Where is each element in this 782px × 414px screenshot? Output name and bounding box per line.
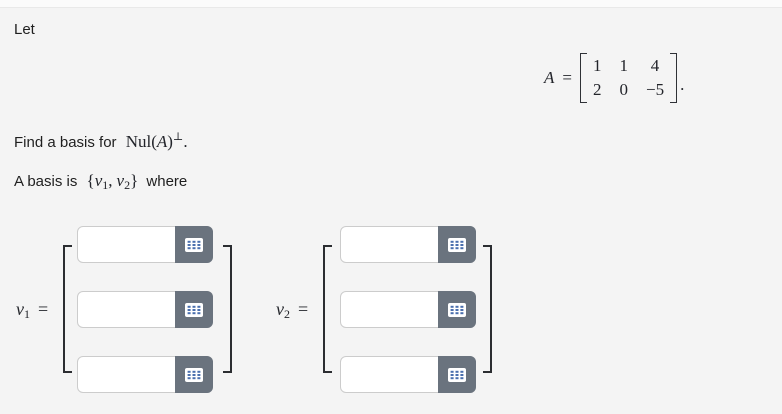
v2-right-bracket (482, 245, 492, 373)
v2-entry-1-input[interactable] (341, 227, 453, 262)
v2-subscript: 2 (284, 307, 290, 321)
v2-equals: = (298, 299, 309, 319)
open-brace: { (86, 171, 95, 190)
vector-entry-row (340, 226, 476, 263)
nul-open: Nul( (125, 132, 157, 151)
keypad-button[interactable] (438, 356, 476, 393)
basis-line: A basis is {v1,v2} where (14, 171, 187, 195)
vector-column-v1 (77, 226, 213, 393)
basis-sub1: 1 (102, 178, 109, 192)
basis-comma: , (108, 171, 113, 190)
matrix-period: . (680, 75, 685, 94)
matrix-variable: A (544, 68, 555, 87)
find-prefix: Find a basis for (14, 134, 117, 151)
find-basis-line: Find a basis for Nul(A)⊥. (14, 127, 188, 153)
matrix-cell: 4 (650, 56, 660, 75)
basis-suffix: where (146, 173, 188, 190)
matrix-cell: 1 (619, 56, 628, 75)
v1-variable: v (16, 299, 24, 319)
intro-text: Let (14, 21, 35, 38)
v1-left-bracket (63, 245, 73, 373)
keypad-icon (448, 367, 466, 382)
keypad-button[interactable] (175, 226, 213, 263)
keypad-icon (448, 302, 466, 317)
v1-equals: = (38, 299, 49, 319)
v2-left-bracket (323, 245, 333, 373)
matrix-cell: 1 (592, 56, 602, 75)
basis-var2: v (116, 171, 125, 190)
vector-label-v1: v1 = (16, 299, 48, 322)
vector-column-v2 (340, 226, 476, 393)
top-divider (0, 0, 782, 8)
nul-close: ) (167, 132, 173, 151)
v1-entry-1-input[interactable] (78, 227, 190, 262)
vector-entry-row (340, 356, 476, 393)
vector-entry-row (77, 356, 213, 393)
nul-variable: A (156, 132, 168, 151)
basis-var1: v (94, 171, 103, 190)
perp-superscript: ⊥ (172, 131, 184, 143)
keypad-icon (185, 302, 203, 317)
v1-subscript: 1 (24, 307, 30, 321)
equals-sign: = (562, 68, 572, 87)
matrix-cell: 0 (619, 80, 628, 99)
basis-sub2: 2 (124, 178, 131, 192)
find-period: . (183, 132, 188, 151)
matrix-grid: 1 1 4 2 0 −5 (587, 52, 670, 104)
keypad-icon (185, 367, 203, 382)
v1-entry-3-input[interactable] (78, 357, 190, 392)
matrix-expression: A = 1 1 4 2 0 −5 . (544, 52, 684, 104)
vector-label-v2: v2 = (276, 299, 308, 322)
keypad-icon (185, 237, 203, 252)
vector-entry-row (77, 291, 213, 328)
vector-entry-row (340, 291, 476, 328)
v1-right-bracket (222, 245, 232, 373)
keypad-button[interactable] (175, 291, 213, 328)
matrix-left-bracket (579, 53, 587, 103)
v2-variable: v (276, 299, 284, 319)
matrix-cell: 2 (592, 80, 602, 99)
basis-prefix: A basis is (14, 173, 78, 190)
matrix-cell: −5 (645, 80, 665, 99)
v1-entry-2-input[interactable] (78, 292, 190, 327)
keypad-button[interactable] (438, 291, 476, 328)
keypad-button[interactable] (438, 226, 476, 263)
keypad-button[interactable] (175, 356, 213, 393)
matrix-right-bracket (670, 53, 678, 103)
v2-entry-2-input[interactable] (341, 292, 453, 327)
v2-entry-3-input[interactable] (341, 357, 453, 392)
vector-entry-row (77, 226, 213, 263)
keypad-icon (448, 237, 466, 252)
close-brace: } (130, 171, 139, 190)
